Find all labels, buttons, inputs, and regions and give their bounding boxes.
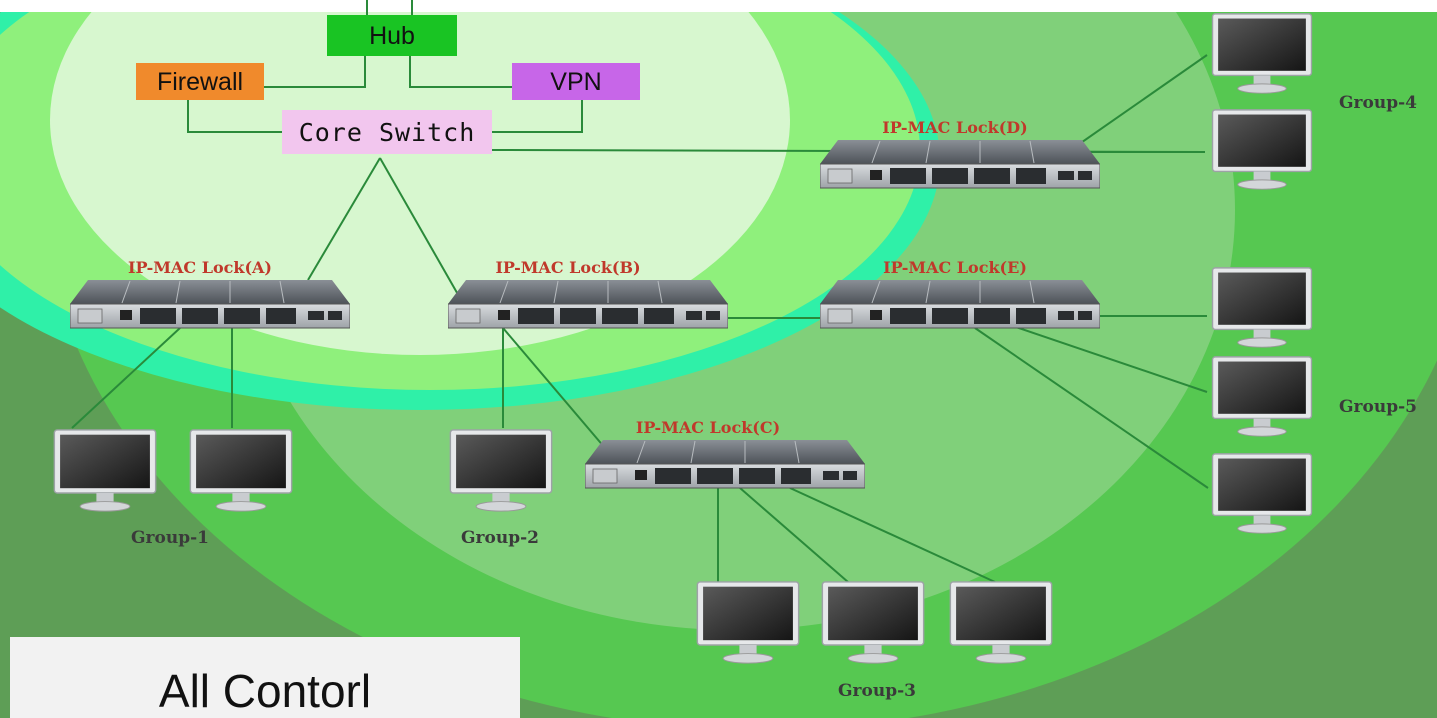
group-label-4: Group-4	[1339, 93, 1417, 113]
switch-lock-d: IP-MAC Lock(D)	[820, 118, 1100, 189]
switch-lock-c: IP-MAC Lock(C)	[585, 418, 865, 489]
switch-icon	[70, 279, 350, 329]
switch-icon	[820, 139, 1100, 189]
switch-label-b: IP-MAC Lock(B)	[495, 258, 640, 277]
switch-icon	[585, 439, 865, 489]
hub-label: Hub	[369, 22, 415, 50]
core-switch-box	[282, 110, 492, 154]
switch-label-d: IP-MAC Lock(D)	[882, 118, 1027, 137]
core-switch-label: Core Switch	[299, 118, 476, 147]
caption-box: All Contorl	[10, 637, 520, 718]
firewall-box	[136, 63, 264, 100]
switch-lock-e: IP-MAC Lock(E)	[820, 258, 1100, 329]
caption-background	[10, 637, 520, 718]
switch-label-a: IP-MAC Lock(A)	[128, 258, 272, 277]
hub-box	[327, 15, 457, 56]
switch-icon	[820, 279, 1100, 329]
switch-lock-b: IP-MAC Lock(B)	[448, 258, 728, 329]
vpn-label: VPN	[550, 68, 601, 96]
core-switch-node: Core Switch	[282, 110, 492, 154]
caption-text: All Contorl	[159, 665, 371, 717]
top-margin	[0, 0, 1437, 12]
switch-label-e: IP-MAC Lock(E)	[883, 258, 1027, 277]
group-label-1: Group-1	[131, 528, 209, 548]
group-label-2: Group-2	[461, 528, 539, 548]
switch-lock-a: IP-MAC Lock(A)	[70, 258, 350, 329]
group-label-3: Group-3	[838, 681, 916, 701]
group-label-5: Group-5	[1339, 397, 1417, 417]
vpn-node: VPN	[512, 63, 640, 100]
firewall-label: Firewall	[157, 68, 243, 96]
switch-label-c: IP-MAC Lock(C)	[636, 418, 780, 437]
vpn-box	[512, 63, 640, 100]
switch-icon	[448, 279, 728, 329]
firewall-node: Firewall	[136, 63, 264, 100]
hub-node: Hub	[327, 15, 457, 56]
